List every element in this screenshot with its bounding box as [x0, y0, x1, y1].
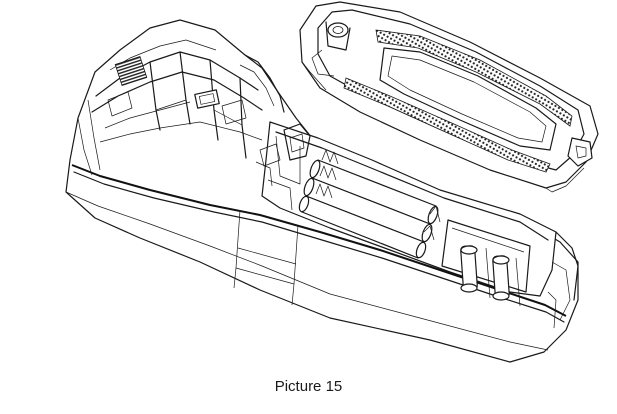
battery-cover: [299, 1, 599, 193]
aa-battery-cells: [298, 149, 441, 259]
device-battery-illustration: [65, 1, 599, 363]
side-connector: [547, 231, 579, 329]
figure-caption: Picture 15: [274, 378, 343, 395]
fuse-holders: [441, 219, 531, 307]
